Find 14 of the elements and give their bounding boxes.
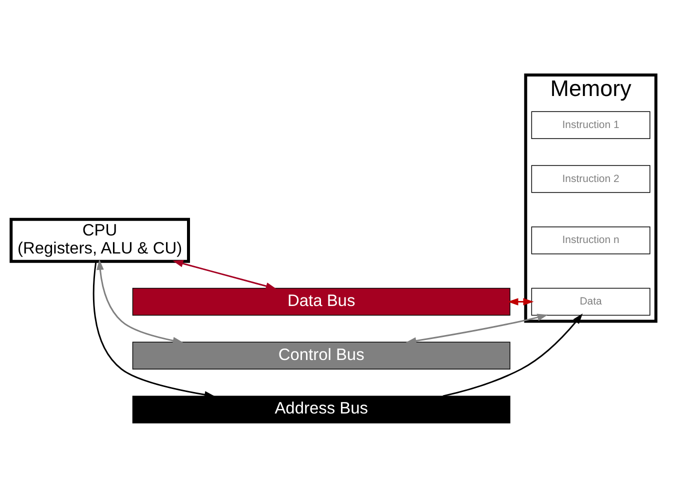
arrow bbox=[508, 298, 534, 305]
arrow bbox=[406, 313, 548, 344]
arrow bbox=[92, 260, 215, 398]
node-box: Data Bus bbox=[132, 287, 510, 316]
node-box: Instruction 2 bbox=[531, 164, 650, 192]
arrow bbox=[442, 313, 583, 396]
node-box: Instruction n bbox=[531, 226, 650, 254]
arrow bbox=[172, 260, 276, 290]
arrow bbox=[96, 258, 184, 344]
node-box: Data bbox=[531, 287, 650, 316]
node-box: CPU (Registers, ALU & CU) bbox=[10, 217, 190, 262]
node-box: Instruction 1 bbox=[531, 110, 650, 138]
node-box: Address Bus bbox=[132, 395, 510, 423]
node-box: Control Bus bbox=[132, 341, 510, 369]
